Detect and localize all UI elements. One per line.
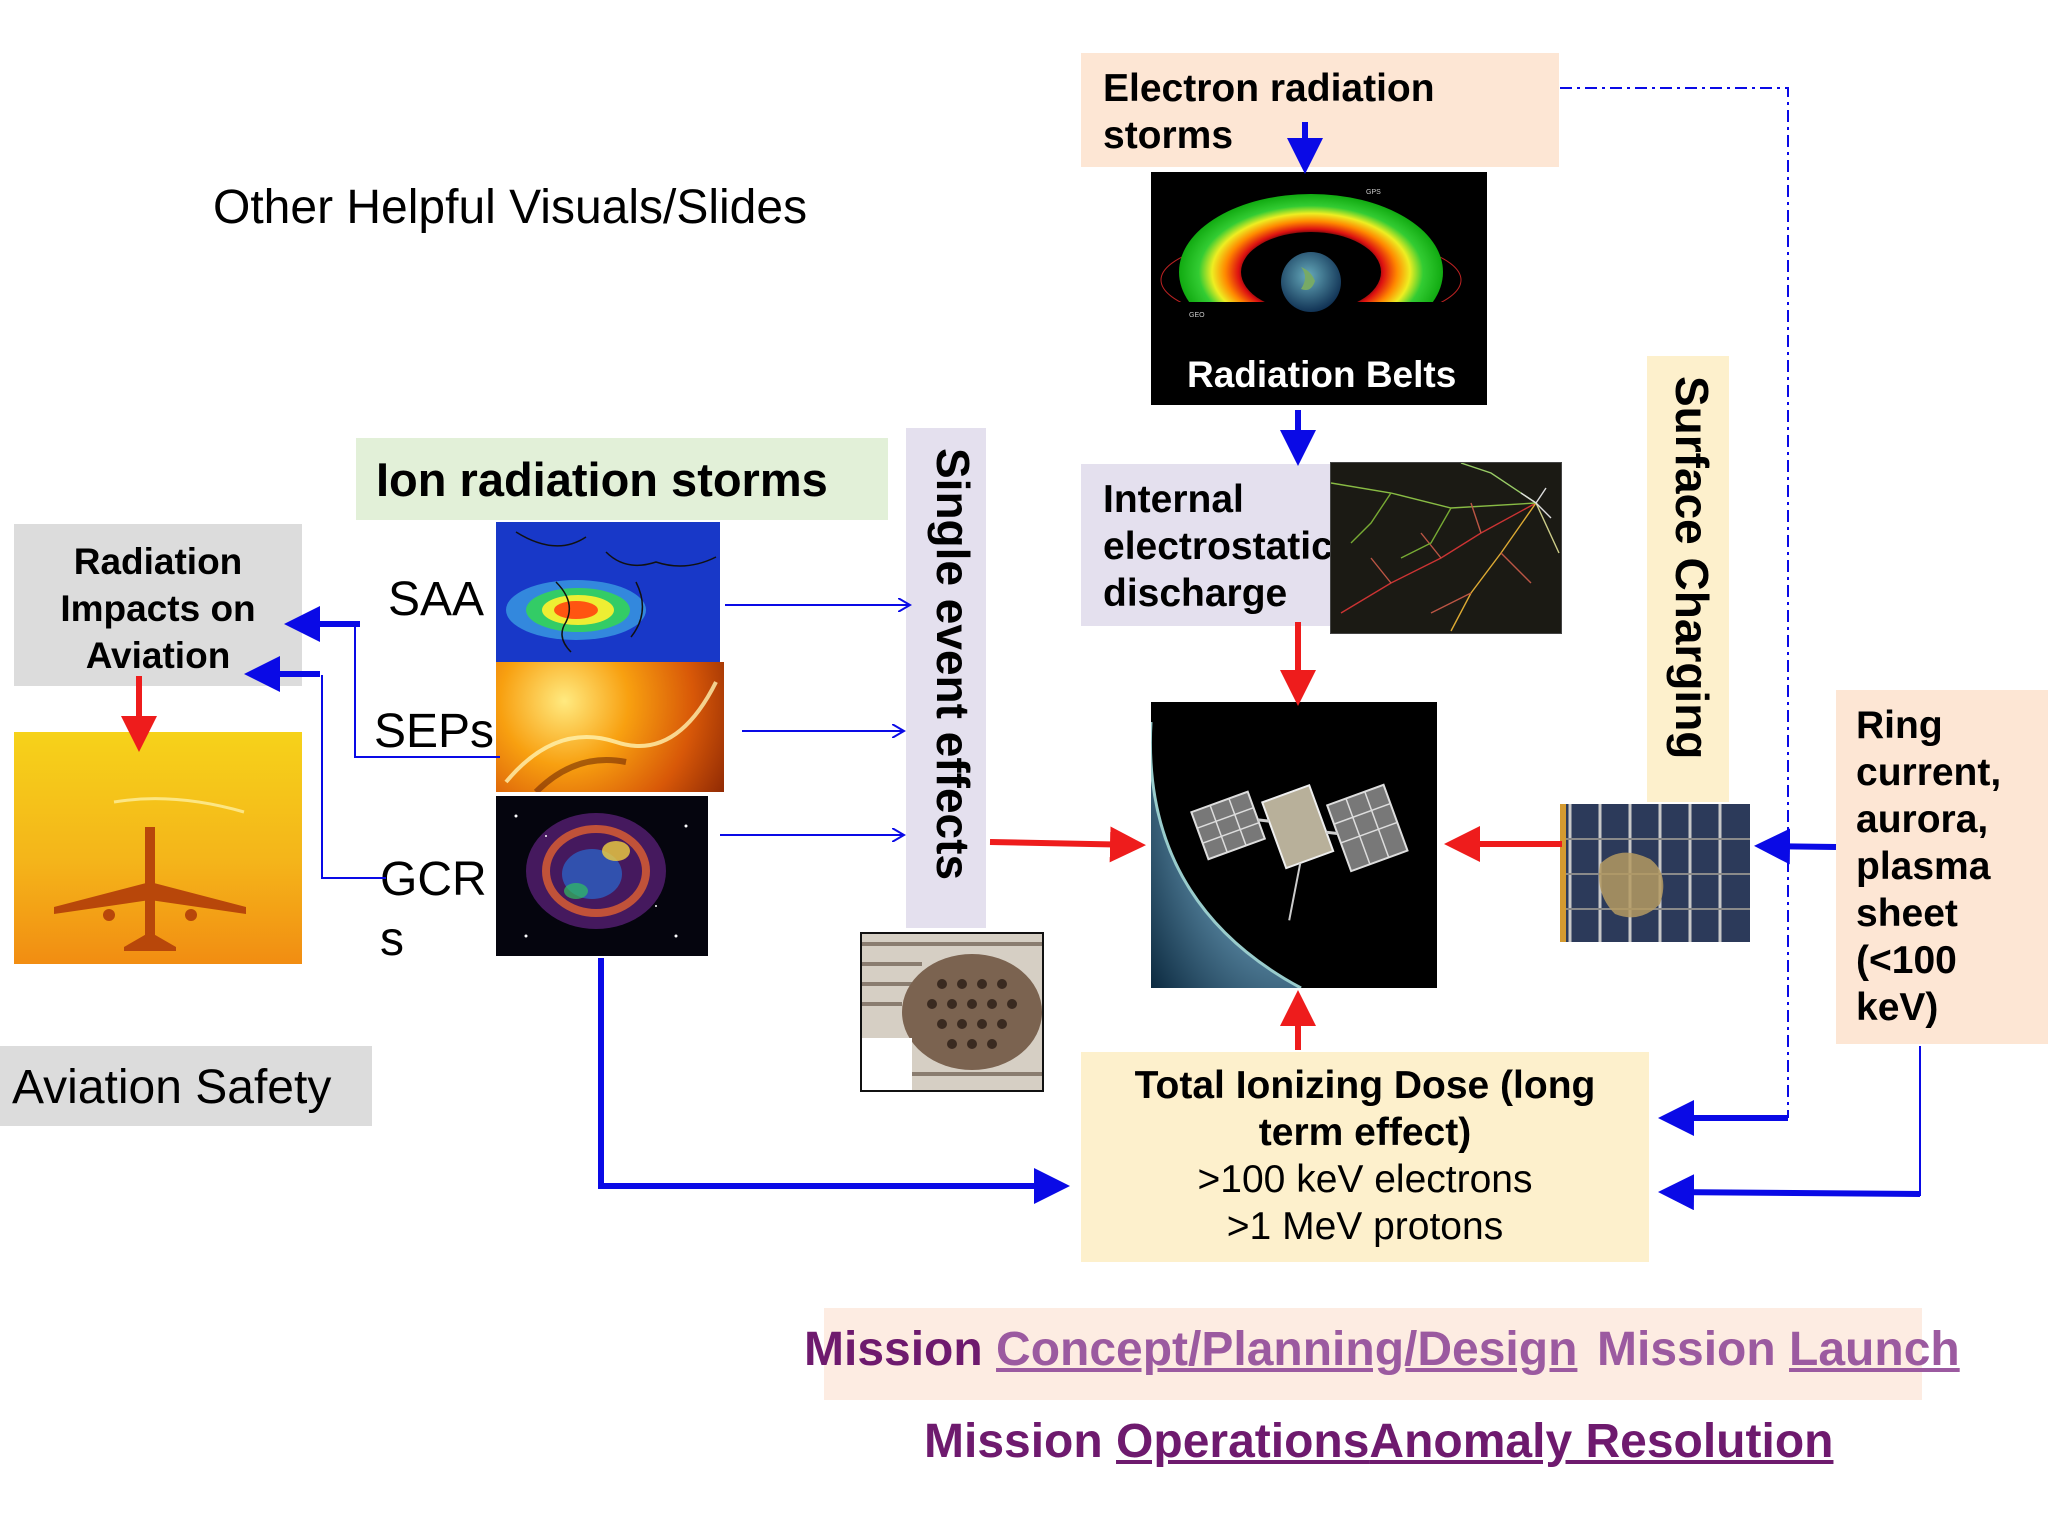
- surface-charging-label: Surface Charging: [1666, 376, 1718, 760]
- gps-label: GPS: [1366, 189, 1381, 196]
- geo-label: GEO: [1189, 312, 1205, 319]
- concept-planning-link[interactable]: Concept/Planning/Design: [996, 1323, 1578, 1376]
- ion-storms-box: Ion radiation storms: [356, 438, 888, 520]
- mission-launch-row: Mission Launch: [1597, 1322, 1960, 1377]
- airplane-image: [14, 732, 302, 964]
- aviation-impacts-label: Radiation Impacts on Aviation: [60, 541, 256, 676]
- esd-discharge-image: [1330, 462, 1562, 634]
- connector-saa-aviation: [354, 623, 500, 758]
- gcr-nebula-image: [496, 796, 708, 956]
- mission-text-2: Mission: [1597, 1323, 1790, 1376]
- saa-label: SAA: [388, 573, 485, 626]
- solar-panel-image: [1560, 804, 1750, 942]
- single-event-label: Single event effects: [927, 448, 979, 881]
- arrow-see-to-satellite: [989, 826, 1146, 863]
- anomaly-resolution-link[interactable]: Anomaly Resolution: [1369, 1415, 1834, 1468]
- arrow-ring-to-tid: [1658, 1174, 1921, 1211]
- ring-current-box: Ring current, aurora, plasma sheet (<100…: [1836, 690, 2048, 1044]
- mission-links-row1: Mission Concept/Planning/Design: [804, 1322, 1577, 1377]
- tid-protons: >1 MeV protons: [1226, 1205, 1504, 1248]
- aviation-safety-box: Aviation Safety: [0, 1046, 372, 1126]
- sep-sun-image: [496, 662, 724, 792]
- tid-title: Total Ionizing Dose (long term effect): [1134, 1064, 1596, 1154]
- ion-storms-label: Ion radiation storms: [376, 453, 828, 506]
- operations-link[interactable]: Operations: [1116, 1415, 1370, 1468]
- chip-image: [860, 932, 1044, 1092]
- arrow-ring-to-panel: [1754, 828, 1837, 865]
- mission-text-3: Mission: [924, 1415, 1117, 1468]
- connector-storms-tid: [1560, 87, 1789, 1118]
- saa-map-image: [496, 522, 720, 662]
- gcrs-label: GCR s: [380, 853, 487, 966]
- single-event-box: Single event effects: [906, 428, 986, 928]
- ring-current-label: Ring current, aurora, plasma sheet (<100…: [1856, 704, 2002, 1029]
- aviation-safety-label: Aviation Safety: [12, 1061, 332, 1114]
- connector-gcrs-aviation: [321, 675, 386, 879]
- page-title: Other Helpful Visuals/Slides: [213, 181, 808, 234]
- internal-esd-label: Internal electrostatic discharge: [1103, 478, 1333, 615]
- mission-band: [824, 1308, 1922, 1400]
- tid-box: Total Ionizing Dose (long term effect) >…: [1081, 1052, 1649, 1262]
- mission-links-row2: Mission OperationsAnomaly Resolution: [924, 1414, 1833, 1469]
- tid-electrons: >100 keV electrons: [1197, 1158, 1533, 1201]
- electron-storms-label: Electron radiation storms: [1103, 67, 1435, 157]
- radiation-belts-image: GPS GEO Radiation Belts: [1151, 172, 1487, 405]
- launch-link[interactable]: Launch: [1789, 1323, 1960, 1376]
- electron-storms-box: Electron radiation storms: [1081, 53, 1559, 167]
- mission-text-1: Mission: [804, 1323, 997, 1376]
- radiation-belts-label: Radiation Belts: [1187, 354, 1457, 395]
- satellite-image: [1151, 702, 1437, 988]
- surface-charging-box: Surface Charging: [1647, 356, 1729, 802]
- seps-label: SEPs: [374, 705, 495, 758]
- connector-gcrs-tid: [598, 958, 1060, 1189]
